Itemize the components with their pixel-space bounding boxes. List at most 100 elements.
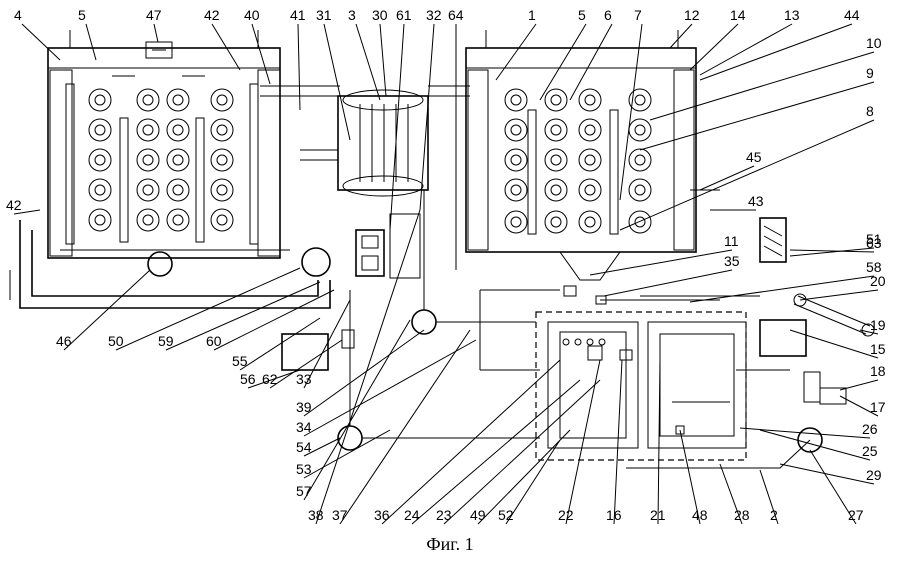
callout-label-22: 22 bbox=[558, 507, 574, 523]
callout-label-35: 35 bbox=[724, 253, 740, 269]
callout-label-53: 53 bbox=[296, 461, 312, 477]
roll-circle bbox=[544, 118, 568, 142]
roll-core bbox=[634, 216, 646, 228]
roll-circle bbox=[136, 208, 160, 232]
callout-label-16: 16 bbox=[606, 507, 622, 523]
callout-leader-32 bbox=[419, 23, 435, 211]
roll-circle bbox=[504, 210, 528, 234]
callout-label-15: 15 bbox=[870, 341, 886, 357]
callout-label-44: 44 bbox=[844, 7, 860, 23]
roll-core bbox=[510, 124, 522, 136]
callout-leader-39 bbox=[303, 329, 425, 417]
left-chamber bbox=[47, 30, 281, 259]
callout-label-11: 11 bbox=[724, 233, 739, 249]
callout-leader-15 bbox=[789, 329, 879, 359]
callout-leader-23 bbox=[443, 379, 601, 525]
callout-label-61: 61 bbox=[396, 7, 412, 23]
roll-circle bbox=[544, 178, 568, 202]
roll-core bbox=[142, 124, 154, 136]
callout-leader-22 bbox=[565, 359, 601, 525]
callout-leader-41 bbox=[297, 23, 301, 111]
callout-label-25: 25 bbox=[862, 443, 878, 459]
callout-label-9: 9 bbox=[866, 65, 874, 81]
callout-label-27: 27 bbox=[848, 507, 864, 523]
callout-leader-46 bbox=[63, 269, 151, 351]
callout-leader-17 bbox=[839, 395, 879, 417]
callout-leader-37 bbox=[339, 329, 471, 525]
roll-core bbox=[172, 154, 184, 166]
callout-label-36: 36 bbox=[374, 507, 390, 523]
roll-circle bbox=[578, 210, 602, 234]
callout-leader-49 bbox=[477, 429, 571, 525]
callout-label-62: 62 bbox=[262, 371, 278, 387]
roll-circle bbox=[210, 88, 234, 112]
callout-leader-56 bbox=[247, 369, 301, 389]
roll-circle bbox=[628, 210, 652, 234]
roll-circle bbox=[210, 148, 234, 172]
callout-leader-42 bbox=[13, 209, 41, 215]
roll-core bbox=[142, 94, 154, 106]
roll-circle bbox=[210, 178, 234, 202]
callout-label-50: 50 bbox=[108, 333, 124, 349]
callout-label-1: 1 bbox=[528, 7, 536, 23]
callout-label-6: 6 bbox=[604, 7, 612, 23]
callout-leader-34 bbox=[303, 339, 477, 437]
callout-label-64: 64 bbox=[448, 7, 464, 23]
callout-leader-44 bbox=[699, 23, 853, 81]
callout-label-58: 58 bbox=[866, 259, 882, 275]
roll-core bbox=[142, 154, 154, 166]
callout-leader-3 bbox=[355, 23, 381, 101]
callout-leader-61 bbox=[389, 23, 405, 231]
lower-piping bbox=[281, 190, 720, 451]
roll-circle bbox=[544, 88, 568, 112]
heat-exchanger bbox=[260, 85, 470, 279]
callout-leader-31 bbox=[323, 23, 351, 141]
callout-label-23: 23 bbox=[436, 507, 452, 523]
callout-leader-63 bbox=[789, 249, 875, 253]
callout-leader-18 bbox=[839, 379, 879, 391]
callout-leader-57 bbox=[303, 319, 411, 501]
callout-label-28: 28 bbox=[734, 507, 750, 523]
callout-leader-52 bbox=[505, 439, 561, 525]
callout-label-56: 56 bbox=[240, 371, 256, 387]
callout-leader-29 bbox=[779, 463, 875, 485]
callout-label-10: 10 bbox=[866, 35, 882, 51]
callout-label-51: 51 bbox=[866, 231, 882, 247]
callout-label-43: 43 bbox=[748, 193, 764, 209]
callout-label-63: 63 bbox=[866, 235, 882, 251]
callout-leader-54 bbox=[303, 437, 341, 457]
callout-leader-7 bbox=[619, 23, 643, 201]
callout-leader-28 bbox=[719, 463, 743, 525]
callout-label-29: 29 bbox=[866, 467, 882, 483]
callout-label-38: 38 bbox=[308, 507, 324, 523]
callout-leader-8 bbox=[619, 119, 875, 231]
roll-core bbox=[94, 184, 106, 196]
roll-circle bbox=[544, 210, 568, 234]
roll-circle bbox=[210, 208, 234, 232]
roll-circle bbox=[88, 208, 112, 232]
roll-core bbox=[634, 184, 646, 196]
callout-leader-1 bbox=[495, 23, 537, 81]
roll-circle bbox=[166, 148, 190, 172]
callout-label-40: 40 bbox=[244, 7, 260, 23]
roll-core bbox=[584, 184, 596, 196]
callout-leader-36 bbox=[381, 359, 561, 525]
roll-circle bbox=[136, 178, 160, 202]
callout-label-3: 3 bbox=[348, 7, 356, 23]
roll-core bbox=[216, 214, 228, 226]
callout-label-34: 34 bbox=[296, 419, 312, 435]
roll-circle bbox=[628, 178, 652, 202]
callout-label-13: 13 bbox=[784, 7, 800, 23]
callout-leader-48 bbox=[679, 429, 701, 525]
roll-circle bbox=[578, 148, 602, 172]
roll-core bbox=[550, 124, 562, 136]
callout-label-42: 42 bbox=[204, 7, 220, 23]
callout-leader-4 bbox=[21, 23, 61, 61]
callout-leader-45 bbox=[699, 165, 755, 191]
callout-leader-11 bbox=[589, 249, 733, 276]
roll-circle bbox=[578, 178, 602, 202]
roll-circle bbox=[210, 118, 234, 142]
roll-circle bbox=[136, 88, 160, 112]
roll-circle bbox=[628, 88, 652, 112]
